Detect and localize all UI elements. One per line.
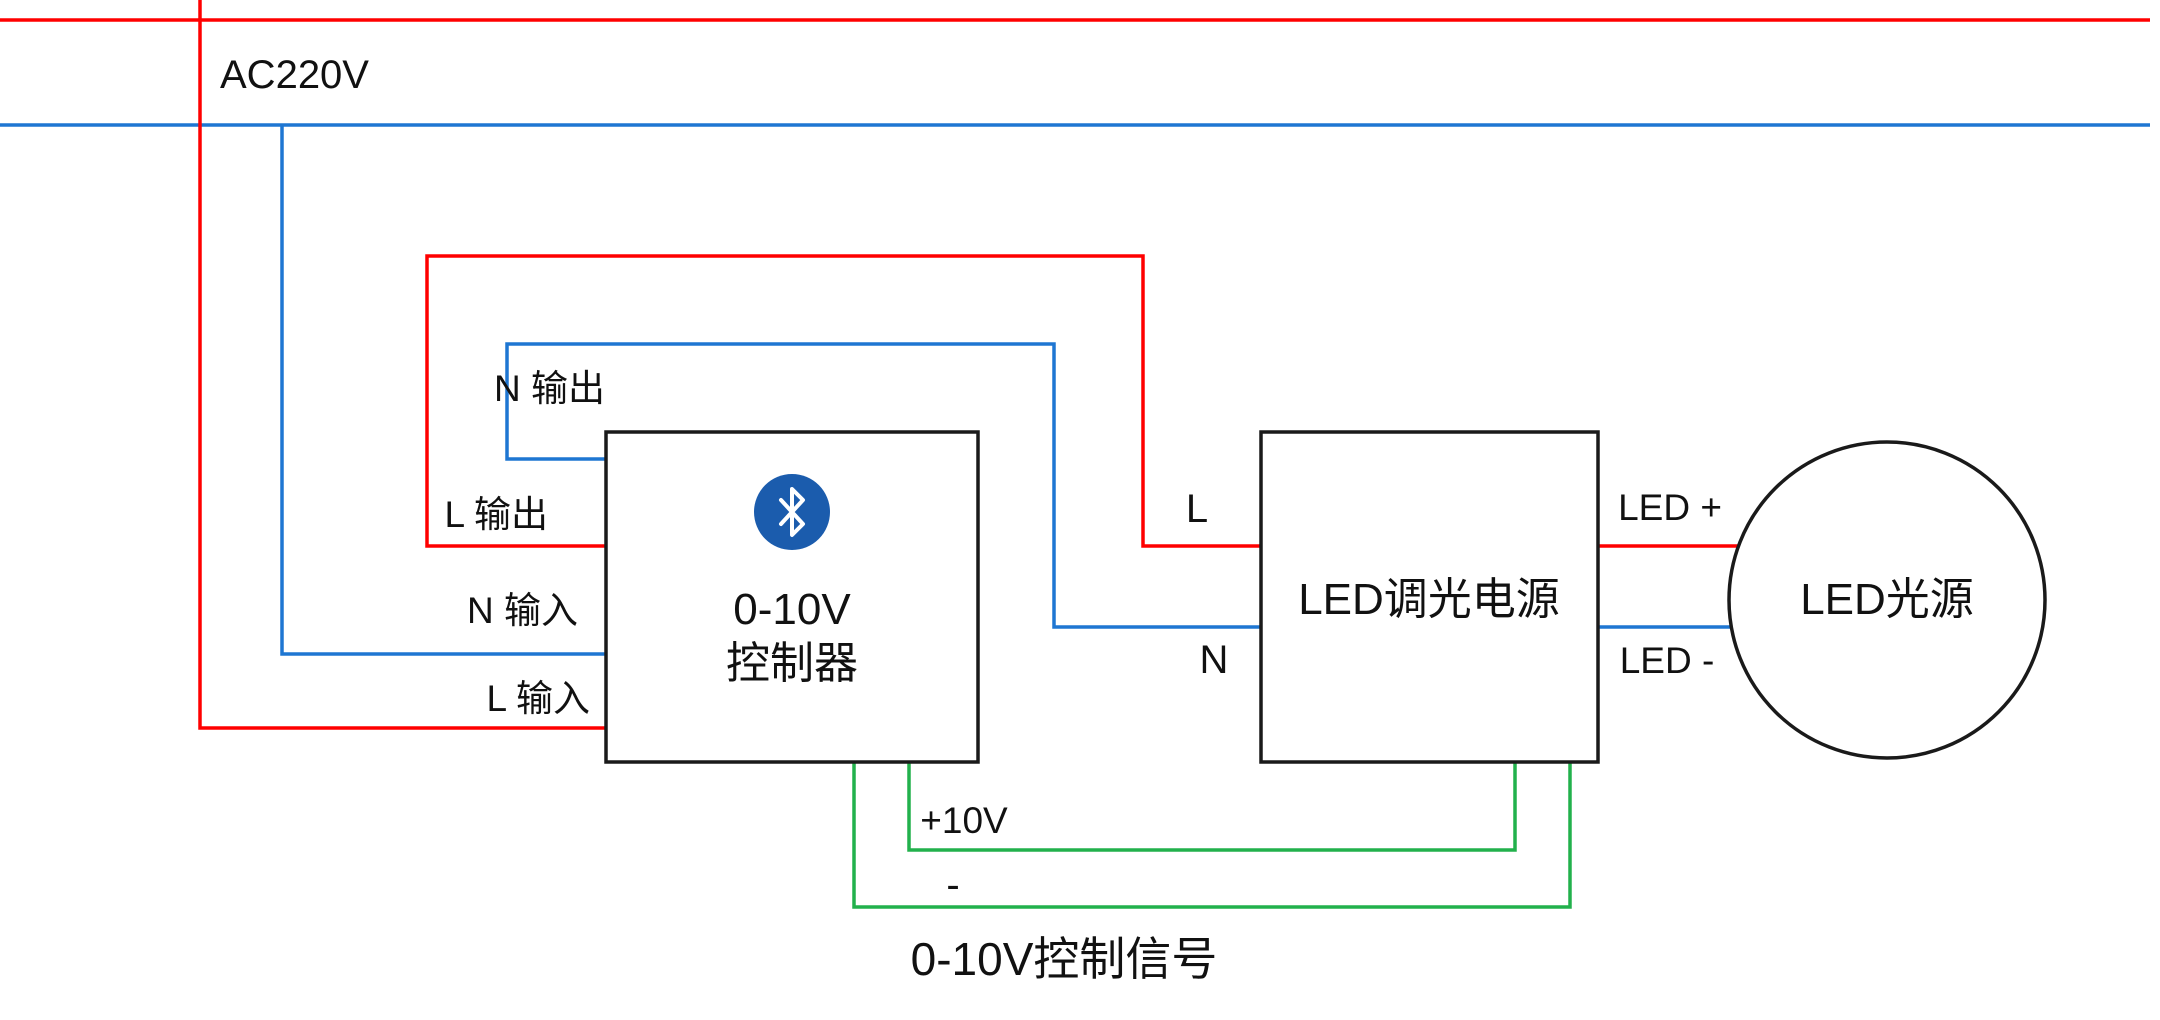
bluetooth-icon xyxy=(754,474,830,550)
driver-outline xyxy=(1259,430,1600,764)
neutral-output-wire xyxy=(505,342,1261,629)
driver-box: LED调光电源 xyxy=(1259,430,1600,764)
terminal-neutral-label: N xyxy=(1200,638,1229,682)
live-output-wire xyxy=(425,254,1261,548)
lamp: LED光源 xyxy=(1727,440,2047,760)
driver-terminal-labels: L N LED + LED - xyxy=(1186,487,1722,682)
lamp-outline xyxy=(1727,440,2047,760)
terminal-led-positive-label: LED + xyxy=(1618,487,1722,528)
signal-negative-wire xyxy=(852,762,1572,909)
neutral-input-wire xyxy=(280,125,606,656)
lamp-label: LED光源 xyxy=(1800,575,1974,624)
live-input-wire xyxy=(198,0,606,730)
terminal-l-output-label: L 输出 xyxy=(445,494,548,535)
controller-label-line1: 0-10V xyxy=(733,585,851,634)
terminal-n-input-label: N 输入 xyxy=(467,590,578,631)
controller-label-line2: 控制器 xyxy=(726,639,858,688)
power-bus-label: AC220V xyxy=(220,53,369,97)
signal-caption: 0-10V控制信号 xyxy=(911,933,1218,985)
terminal-l-input-label: L 输入 xyxy=(487,678,590,719)
bluetooth-icon-rune xyxy=(779,487,805,537)
controller-box: 0-10V 控制器 xyxy=(604,430,980,764)
signal-negative-label: - xyxy=(946,863,959,907)
terminal-live-label: L xyxy=(1186,487,1208,531)
control-signal-labels: +10V - 0-10V控制信号 xyxy=(911,800,1218,985)
terminal-led-negative-label: LED - xyxy=(1620,640,1715,681)
signal-positive-label: +10V xyxy=(920,800,1008,841)
controller-terminal-labels: N 输出 L 输出 N 输入 L 输入 xyxy=(445,368,605,719)
driver-label: LED调光电源 xyxy=(1298,575,1560,624)
power-bus: AC220V xyxy=(0,18,2150,127)
terminal-n-output-label: N 输出 xyxy=(494,368,605,409)
signal-positive-wire xyxy=(907,762,1517,852)
